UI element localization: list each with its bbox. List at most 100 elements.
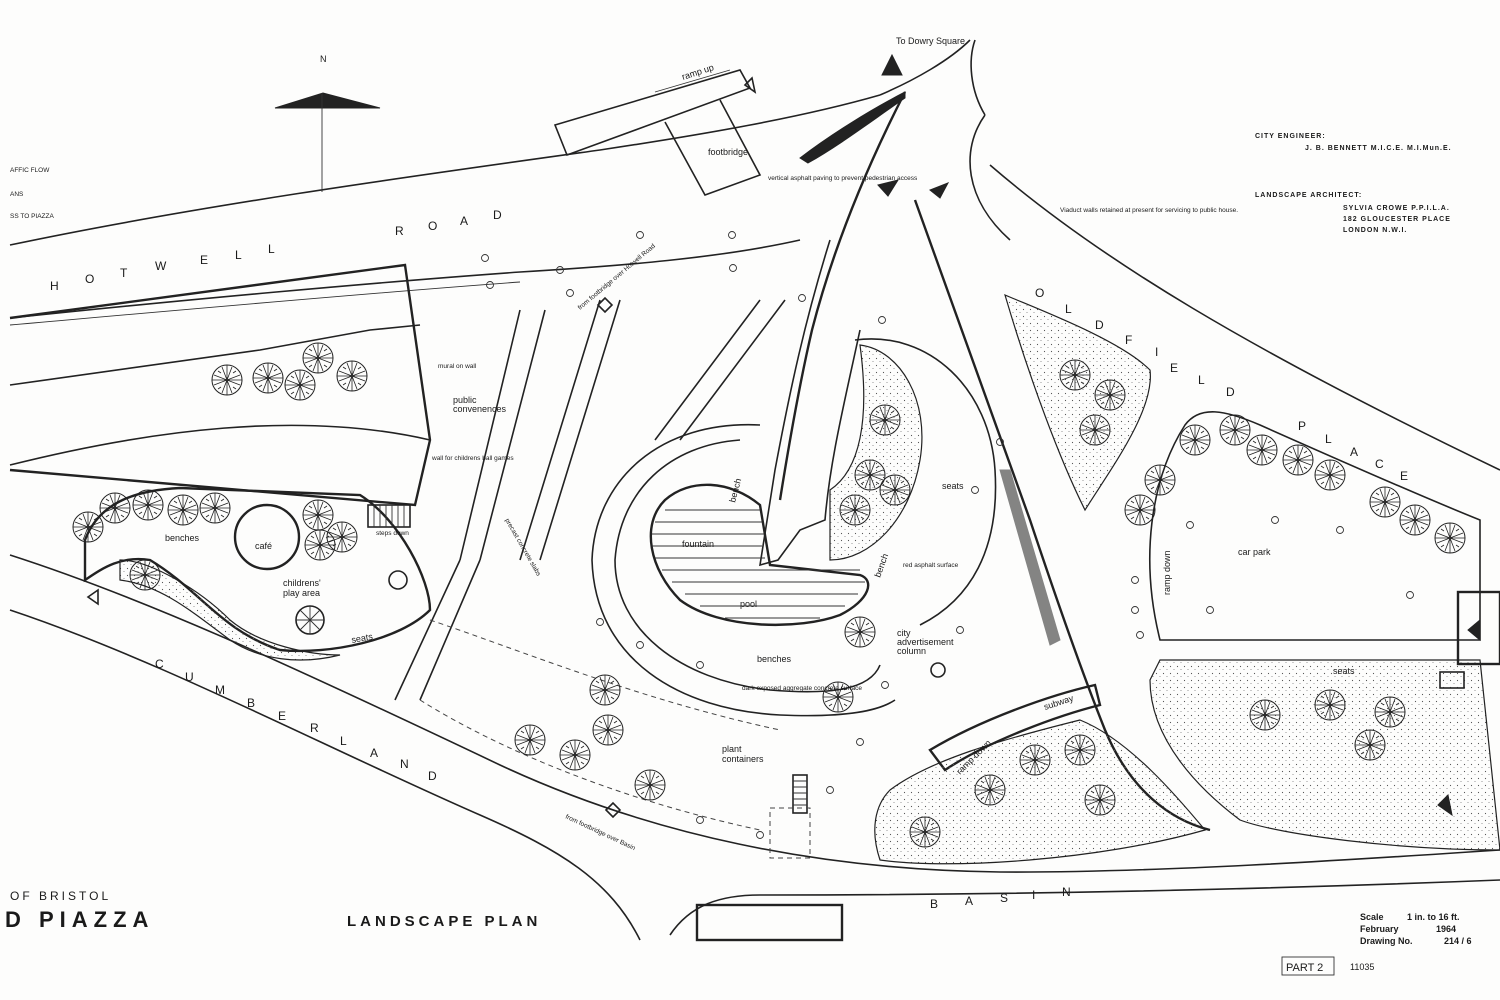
part-stamp-box [1281,956,1335,976]
ball-games-label: wall for childrens ball games [431,455,514,462]
svg-text:B: B [930,897,938,911]
piazza-title: D PIAZZA [5,907,154,932]
cafe-circle [233,503,301,571]
left-building-outline [9,263,432,507]
fountain-label: fountain [682,539,714,549]
address-line-2: LONDON N.W.I. [1343,227,1407,234]
svg-text:L: L [340,734,347,748]
svg-text:W: W [155,259,167,273]
svg-text:O: O [1035,286,1044,300]
oldfield-garden-bed [1004,293,1151,512]
car-park-entry-block [1456,590,1500,666]
lamp-circles [481,231,1414,839]
oldfield-place-name: O L D F I E L D P L A C E [1035,286,1408,483]
hotwell-road-kerb [9,281,521,326]
legend-pedestrians: ANS [10,191,24,198]
dowry-road-curve [970,39,986,116]
svg-text:B: B [247,696,255,710]
footbridge-structure [664,99,762,196]
svg-text:D: D [428,769,437,783]
seats-right-label: seats [942,481,964,491]
viaduct-label: Viaduct walls retained at present for se… [1060,207,1238,214]
north-label: N [320,54,327,64]
reference-number: 11035 [1350,962,1374,972]
traffic-flow-legend: AFFIC FLOW [10,167,50,174]
cumberland-road-edge-top [9,554,1500,873]
cafe-plaza-stipple [119,559,341,661]
svg-text:E: E [200,253,208,267]
legend-access: SS TO PIAZZA [10,213,54,220]
fountain-surround-inner [614,439,881,693]
dashed-line-2 [419,699,761,831]
svg-text:C: C [155,657,164,671]
traffic-arrows [877,53,1481,817]
of-bristol-title: OF BRISTOL [10,889,111,903]
hotwell-road-edge-bottom [9,239,801,319]
basin-name: B A S I N [930,885,1071,911]
path-lower-1 [394,559,481,701]
play-area-label-2: play area [283,588,320,598]
precast-label: precast concrete slabs [503,518,542,578]
car-park-lower-garden [1149,659,1500,851]
path-hotwell-1 [459,309,546,561]
svg-text:E: E [278,709,286,723]
ramp-up-arrow-line [654,69,731,93]
seats-car-label: seats [1333,666,1355,676]
pool-label: pool [740,599,757,609]
play-area-label-1: childrens' [283,578,321,588]
svg-text:D: D [493,208,502,222]
public-conveniences-label-2: convenences [453,404,507,414]
svg-text:D: D [1095,318,1104,332]
north-arrow [274,92,381,109]
svg-text:L: L [1325,432,1332,446]
fountain-surround-outer [591,423,896,717]
footbridge-label: footbridge [708,147,748,157]
svg-text:S: S [1000,891,1008,905]
svg-text:L: L [268,242,275,256]
scale-value: 1 in. to 16 ft. [1407,912,1460,922]
part-stamp: PART 2 [1286,962,1323,974]
pedestrian-arrows [86,76,757,819]
landscape-architect-name: SYLVIA CROWE P.P.I.L.A. [1343,205,1450,212]
svg-text:M: M [215,683,225,697]
advertisement-column-symbol [930,662,946,678]
svg-text:I: I [1032,888,1035,902]
fountain-pool [649,483,870,627]
central-spine [759,239,861,567]
drawing-number-value: 214 / 6 [1444,936,1472,946]
svg-text:I: I [1155,345,1158,359]
svg-text:A: A [460,214,468,228]
dowry-road-left [879,39,971,96]
steps-down-cafe-treads [373,505,405,527]
seats-area-curve [854,338,997,626]
basin-road-edge [669,879,1500,936]
red-asphalt-label: red asphalt surface [903,562,959,569]
svg-text:O: O [85,272,94,286]
hotwell-road-name: H O T W E L L R O A D [50,208,502,293]
dark-exposed-label: dark exposed aggregate concrete surface [742,685,862,692]
svg-text:N: N [400,757,409,771]
svg-text:U: U [185,670,194,684]
city-advertisement-label-2: advertisement [897,637,954,647]
bench-right-label: bench [872,552,890,578]
seats-left-label: seats [351,631,374,645]
basin-bracket [695,903,844,942]
svg-text:L: L [235,248,242,262]
landscape-architect-label: LANDSCAPE ARCHITECT: [1255,192,1362,199]
svg-text:E: E [1170,361,1178,375]
svg-text:N: N [1062,885,1071,899]
address-line-1: 182 GLOUCESTER PLACE [1343,216,1451,223]
to-dowry-label: To Dowry Square [896,36,965,46]
steps-treads [793,780,807,806]
svg-text:A: A [965,894,973,908]
city-engineer-name: J. B. BENNETT M.I.C.E. M.I.Mun.E. [1305,145,1452,152]
wedge-top-dark [799,91,906,164]
cumberland-road-edge-bottom [9,609,641,941]
roundabout-spokes [296,606,324,634]
svg-text:L: L [1065,302,1072,316]
path-hotwell-2 [519,299,621,561]
ramp-down-car-label: ramp down [1162,550,1172,595]
steps-dashed-box [769,807,811,859]
bench-top-label: bench [727,477,743,503]
